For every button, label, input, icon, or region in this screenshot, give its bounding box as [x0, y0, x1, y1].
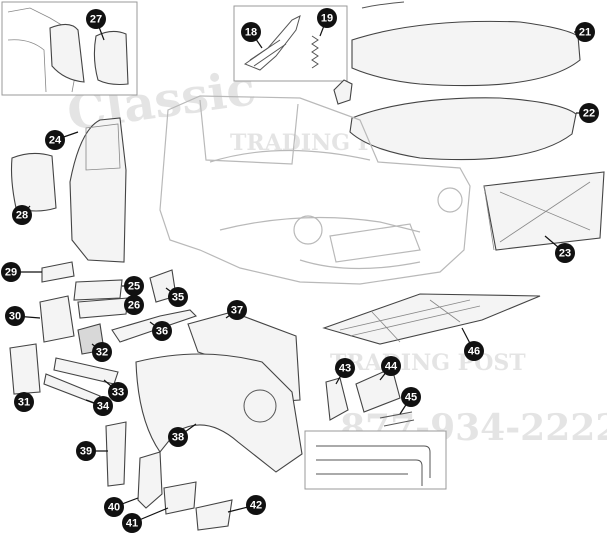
callout-badge-42[interactable]: 42 — [246, 495, 266, 515]
floor-pan — [322, 293, 541, 345]
callout-number-41: 41 — [126, 518, 138, 530]
callout-number-45: 45 — [405, 392, 417, 404]
callout-badge-43[interactable]: 43 — [335, 358, 355, 378]
callout-number-34: 34 — [97, 401, 110, 413]
fender-lower-rear-patch — [137, 451, 163, 509]
callout-number-40: 40 — [108, 502, 120, 514]
hood-outer-panel — [351, 20, 581, 87]
callout-number-42: 42 — [250, 500, 262, 512]
callout-badge-28[interactable]: 28 — [12, 205, 32, 225]
callout-badge-40[interactable]: 40 — [104, 497, 124, 517]
battery-bracket — [325, 377, 349, 421]
callout-badge-44[interactable]: 44 — [381, 356, 401, 376]
callout-number-25: 25 — [128, 281, 140, 293]
hood-inner-panel — [349, 97, 577, 161]
battery-tray — [355, 367, 401, 413]
callout-badge-30[interactable]: 30 — [5, 306, 25, 326]
callout-badge-18[interactable]: 18 — [241, 22, 261, 42]
callout-number-33: 33 — [112, 387, 124, 399]
rocker-panel-lower — [77, 297, 129, 319]
callout-badge-19[interactable]: 19 — [317, 8, 337, 28]
fender-bracket — [195, 499, 233, 531]
cab-corner-lower — [9, 343, 41, 395]
callout-badge-38[interactable]: 38 — [168, 427, 188, 447]
truck-outline — [159, 95, 471, 285]
fender-lower-patch — [163, 481, 197, 515]
callout-badge-22[interactable]: 22 — [579, 103, 599, 123]
step-plate — [41, 261, 75, 283]
callout-number-22: 22 — [583, 108, 595, 120]
callout-badge-37[interactable]: 37 — [227, 300, 247, 320]
hood-hinge-spring-drawing — [243, 15, 319, 71]
callout-badge-36[interactable]: 36 — [152, 321, 172, 341]
callout-number-23: 23 — [559, 248, 571, 260]
callout-number-32: 32 — [96, 347, 108, 359]
callout-badge-35[interactable]: 35 — [168, 287, 188, 307]
callout-number-19: 19 — [321, 13, 333, 25]
inner-panel-drawing — [7, 7, 129, 93]
callout-number-28: 28 — [16, 210, 28, 222]
callout-number-31: 31 — [18, 397, 30, 409]
callout-badge-26[interactable]: 26 — [124, 295, 144, 315]
callout-badge-24[interactable]: 24 — [45, 130, 65, 150]
callout-badge-32[interactable]: 32 — [92, 342, 112, 362]
callout-badge-29[interactable]: 29 — [1, 262, 21, 282]
callout-badge-34[interactable]: 34 — [93, 396, 113, 416]
callout-number-26: 26 — [128, 300, 140, 312]
callout-number-27: 27 — [90, 14, 102, 26]
callout-number-39: 39 — [80, 446, 92, 458]
rocker-panel-upper — [73, 279, 123, 301]
callout-badge-21[interactable]: 21 — [575, 22, 595, 42]
rear-fender-piece — [10, 152, 57, 212]
front-fender — [135, 353, 303, 473]
watermark-sub-2: TRADING POST — [330, 350, 526, 376]
callout-number-38: 38 — [172, 432, 184, 444]
callout-badge-39[interactable]: 39 — [76, 441, 96, 461]
callout-number-43: 43 — [339, 363, 351, 375]
callout-badge-25[interactable]: 25 — [124, 276, 144, 296]
callout-number-21: 21 — [579, 27, 591, 39]
hinge-bracket — [333, 79, 353, 105]
kick-panel — [39, 295, 75, 343]
rocker-sill — [53, 357, 119, 385]
callout-number-24: 24 — [49, 135, 62, 147]
door-shell — [69, 117, 127, 263]
callout-badge-45[interactable]: 45 — [401, 387, 421, 407]
callout-number-44: 44 — [385, 361, 398, 373]
battery-hold-down-bolts — [316, 411, 431, 486]
callout-number-18: 18 — [245, 27, 257, 39]
callout-number-36: 36 — [156, 326, 168, 338]
fender-patch-strip — [105, 421, 127, 487]
callout-number-30: 30 — [9, 311, 21, 323]
hood-rod — [361, 1, 405, 9]
callout-badge-33[interactable]: 33 — [108, 382, 128, 402]
callout-badge-41[interactable]: 41 — [122, 513, 142, 533]
callout-number-46: 46 — [468, 346, 480, 358]
callout-badge-46[interactable]: 46 — [464, 341, 484, 361]
callout-badge-23[interactable]: 23 — [555, 243, 575, 263]
callout-badge-31[interactable]: 31 — [14, 392, 34, 412]
callout-badge-27[interactable]: 27 — [86, 9, 106, 29]
callout-number-37: 37 — [231, 305, 243, 317]
callout-number-35: 35 — [172, 292, 184, 304]
callout-number-29: 29 — [5, 267, 17, 279]
